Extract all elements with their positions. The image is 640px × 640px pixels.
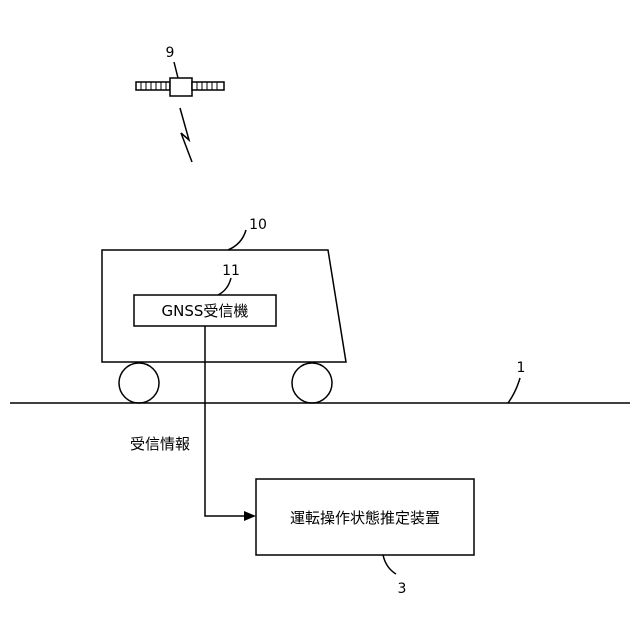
satellite-right-solar-panel [192,82,224,90]
satellite-ref-label: 9 [166,45,175,61]
vehicle-rear-wheel [292,363,332,403]
satellite-left-solar-panel [136,82,170,90]
reception-info-arrowhead [244,511,256,521]
vehicle-front-wheel [119,363,159,403]
vehicle-leader-line [228,230,246,250]
reception-info-label: 受信情報 [130,435,190,453]
satellite-leader-line [174,62,178,78]
estimation-device-leader-line [383,555,396,574]
estimation-device-ref-label: 3 [398,581,407,597]
vehicle-ref-label: 10 [249,217,267,233]
ground-ref-label: 1 [517,360,526,376]
gnss-receiver-label: GNSS受信機 [162,302,249,320]
satellite-body [170,78,192,96]
estimation-device-label: 運転操作状態推定装置 [290,509,440,527]
satellite: 9 [136,45,224,96]
gnss-receiver-ref-label: 11 [222,263,240,279]
radio-signal-icon [180,108,192,162]
ground-leader-line [508,378,520,403]
